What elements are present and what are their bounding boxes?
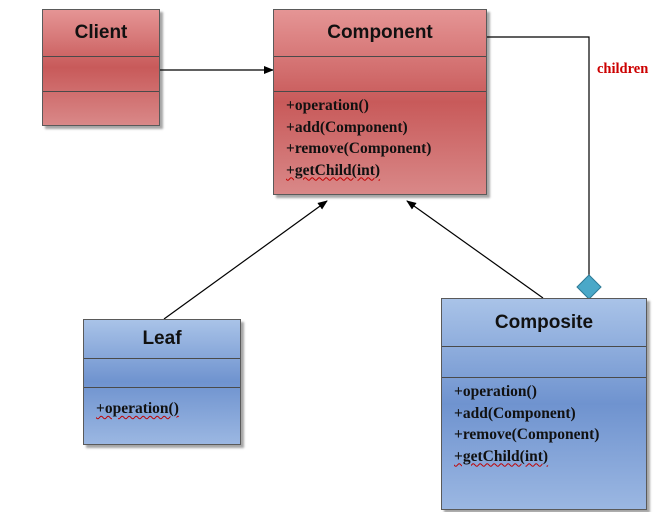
composite-operation: +add(Component)	[454, 404, 576, 422]
component-operation: +add(Component)	[286, 118, 408, 136]
component-attributes-compartment	[274, 56, 486, 91]
children-association-label: children	[597, 61, 649, 77]
aggregation-diamond	[576, 274, 602, 300]
leaf-attributes-compartment	[84, 358, 240, 387]
client-class[interactable]: Client	[42, 9, 160, 126]
component-operation: +getChild(int)	[286, 161, 381, 179]
client-class-name: Client	[74, 22, 128, 43]
leaf-operation: +operation()	[96, 400, 179, 417]
composite-operation: +remove(Component)	[454, 426, 600, 443]
component-operations-compartment: +operation() +add(Component) +remove(Com…	[274, 91, 486, 194]
client-attributes-compartment	[43, 56, 159, 91]
composite-class-name: Composite	[494, 311, 594, 333]
component-class[interactable]: Component +operation() +add(Component) +…	[273, 9, 487, 195]
component-operation: +remove(Component)	[286, 140, 432, 157]
composite-operations-compartment: +operation() +add(Component) +remove(Com…	[442, 377, 646, 509]
component-class-name: Component	[327, 22, 433, 43]
leaf-operations-compartment: +operation()	[84, 387, 240, 444]
client-operations-compartment	[43, 91, 159, 125]
composite-class[interactable]: Composite +operation() +add(Component) +…	[441, 298, 647, 510]
composite-operation: +operation()	[454, 383, 537, 400]
composite-attributes-compartment	[442, 346, 646, 377]
leaf-class[interactable]: Leaf +operation()	[83, 319, 241, 445]
composite-to-component-generalization	[406, 200, 544, 299]
leaf-to-component-generalization	[163, 200, 328, 320]
leaf-class-name: Leaf	[142, 328, 182, 349]
component-operation: +operation()	[286, 97, 369, 114]
composite-operation: +getChild(int)	[454, 447, 549, 465]
children-aggregation-line	[487, 36, 590, 276]
